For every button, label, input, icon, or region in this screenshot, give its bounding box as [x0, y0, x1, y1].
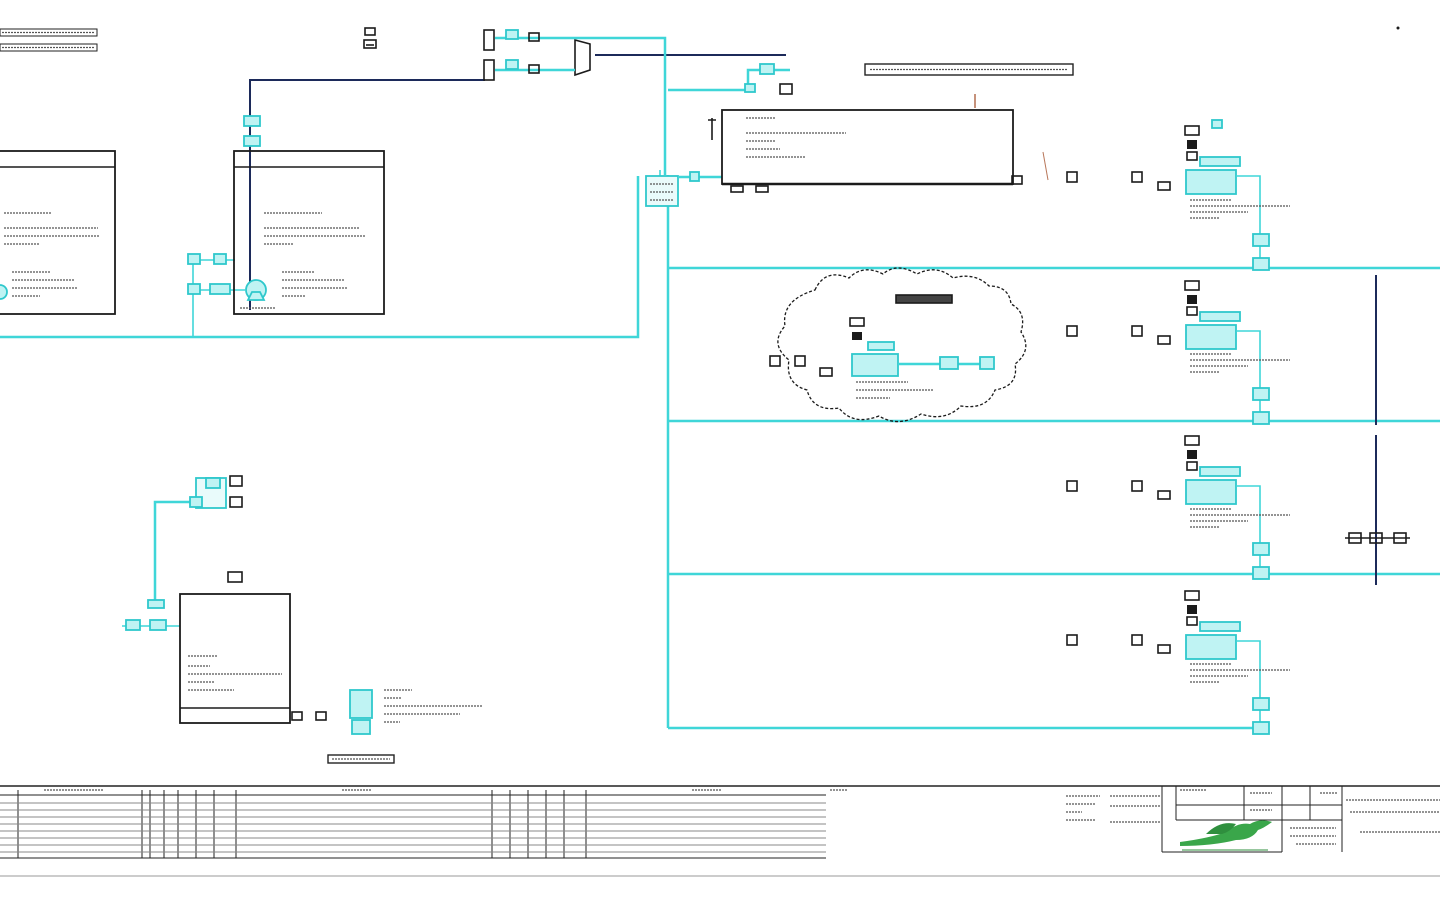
pump-row-1 [1066, 119, 1290, 271]
top-left-notes [0, 28, 98, 52]
tank-small [122, 475, 482, 764]
instrument-top [363, 27, 377, 49]
tank-horizontal [708, 94, 1049, 193]
pump-row-3 [1066, 435, 1290, 580]
revision-table [0, 789, 848, 859]
title-block [0, 785, 1440, 877]
header-note-bar [864, 63, 1074, 76]
dark-main-line [249, 29, 786, 310]
company-logo-icon [1180, 820, 1272, 851]
tank-left [0, 150, 116, 315]
pump-row-2 [1066, 280, 1290, 425]
drawing-info-block [1066, 786, 1440, 853]
revision-cloud [769, 267, 1027, 423]
main-riser [645, 170, 722, 728]
top-piping [495, 29, 793, 175]
branch-lines [668, 266, 1440, 730]
tank-center [233, 115, 385, 315]
pump-row-4 [1066, 590, 1290, 735]
left-return-line [0, 176, 640, 339]
right-vertical-line [1345, 26, 1410, 585]
